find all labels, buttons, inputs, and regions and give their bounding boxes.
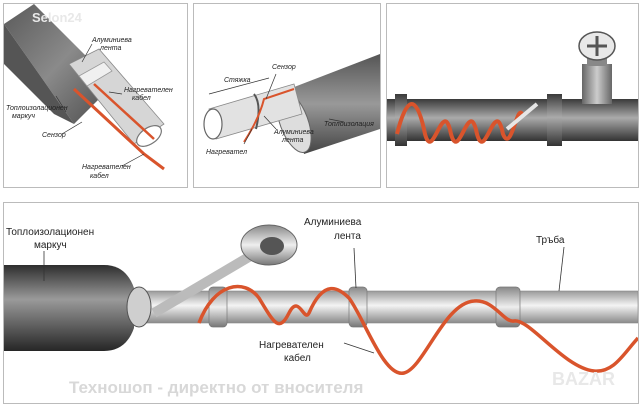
diagram-panel-main-installation: Топлоизолационен маркуч Алуминиева лента… — [3, 202, 639, 404]
heating-cable-spiral — [395, 102, 524, 144]
label-heating-cable-1: Нагревателен — [259, 340, 324, 351]
label-heating-cable-bottom-1: Нагревателен — [82, 164, 131, 171]
label-aluminum-tape-2: лента — [334, 231, 361, 242]
aluminum-tape-shape — [78, 61, 113, 87]
insulation-hose-shape — [4, 265, 134, 351]
label-clamp: Стяжка — [224, 77, 251, 84]
label-heating-cable-top-2: кабел — [132, 94, 151, 102]
label-insulation-hose-2: маркуч — [34, 240, 67, 251]
diagram-panel-spiral-with-valve — [386, 3, 639, 188]
valve-body — [582, 64, 612, 104]
label-insulation-hose-1: Топлоизолационен — [6, 227, 94, 238]
pipe-illustration-1: Selon24 Алуминиева лента Нагревателен ка… — [4, 4, 173, 180]
pipe-illustration-2: Сензор Стяжка Алуминиева лента Нагревате… — [203, 54, 380, 156]
clamp-shape — [253, 93, 260, 130]
heating-cable-shape — [197, 284, 638, 375]
aluminum-tape-band-2 — [348, 286, 368, 328]
label-aluminum-tape-1: Алуминиева — [91, 37, 132, 44]
label-aluminum-tape-2: лента — [99, 45, 121, 52]
watermark-top-left: Selon24 — [32, 10, 83, 25]
pipe-coupling-right — [547, 94, 562, 146]
label-insulation-hose-2: маркуч — [12, 113, 35, 120]
label-aluminum-tape-1: Алуминиева — [304, 217, 362, 228]
label-heating-cable-top-1: Нагревателен — [124, 87, 173, 94]
label-insulation-hose-1: Топлоизолационен — [6, 105, 68, 112]
label-pipe: Тръба — [536, 234, 565, 246]
pipe-end — [203, 108, 223, 140]
watermark-bottom-right: BAZAR — [552, 369, 615, 389]
label-insulation: Топлоизолация — [324, 121, 374, 128]
aluminum-tape-strip — [505, 102, 539, 131]
label-aluminum-tape-2: лента — [281, 137, 303, 144]
label-aluminum-tape-1: Алуминиева — [273, 129, 314, 136]
heater-cable-shape — [243, 88, 295, 143]
insulation-shape — [289, 54, 380, 154]
pipe-illustration-3 — [387, 31, 638, 146]
label-sensor: Сензор — [272, 64, 296, 71]
label-heating-cable-bottom-2: кабел — [90, 172, 109, 180]
diagram-panel-sensor-clamp: Сензор Стяжка Алуминиева лента Нагревате… — [193, 3, 381, 188]
label-heater: Нагревател — [206, 149, 247, 156]
label-heating-cable-2: кабел — [284, 352, 311, 364]
insulation-hose-shape — [4, 4, 114, 124]
diagram-panel-cable-along-pipe: Selon24 Алуминиева лента Нагревателен ка… — [3, 3, 188, 188]
pipe-illustration-main: Топлоизолационен маркуч Алуминиева лента… — [4, 217, 638, 397]
watermark-bottom: Техношоп - директно от вносителя — [69, 378, 363, 397]
label-sensor: Сензор — [42, 132, 66, 139]
